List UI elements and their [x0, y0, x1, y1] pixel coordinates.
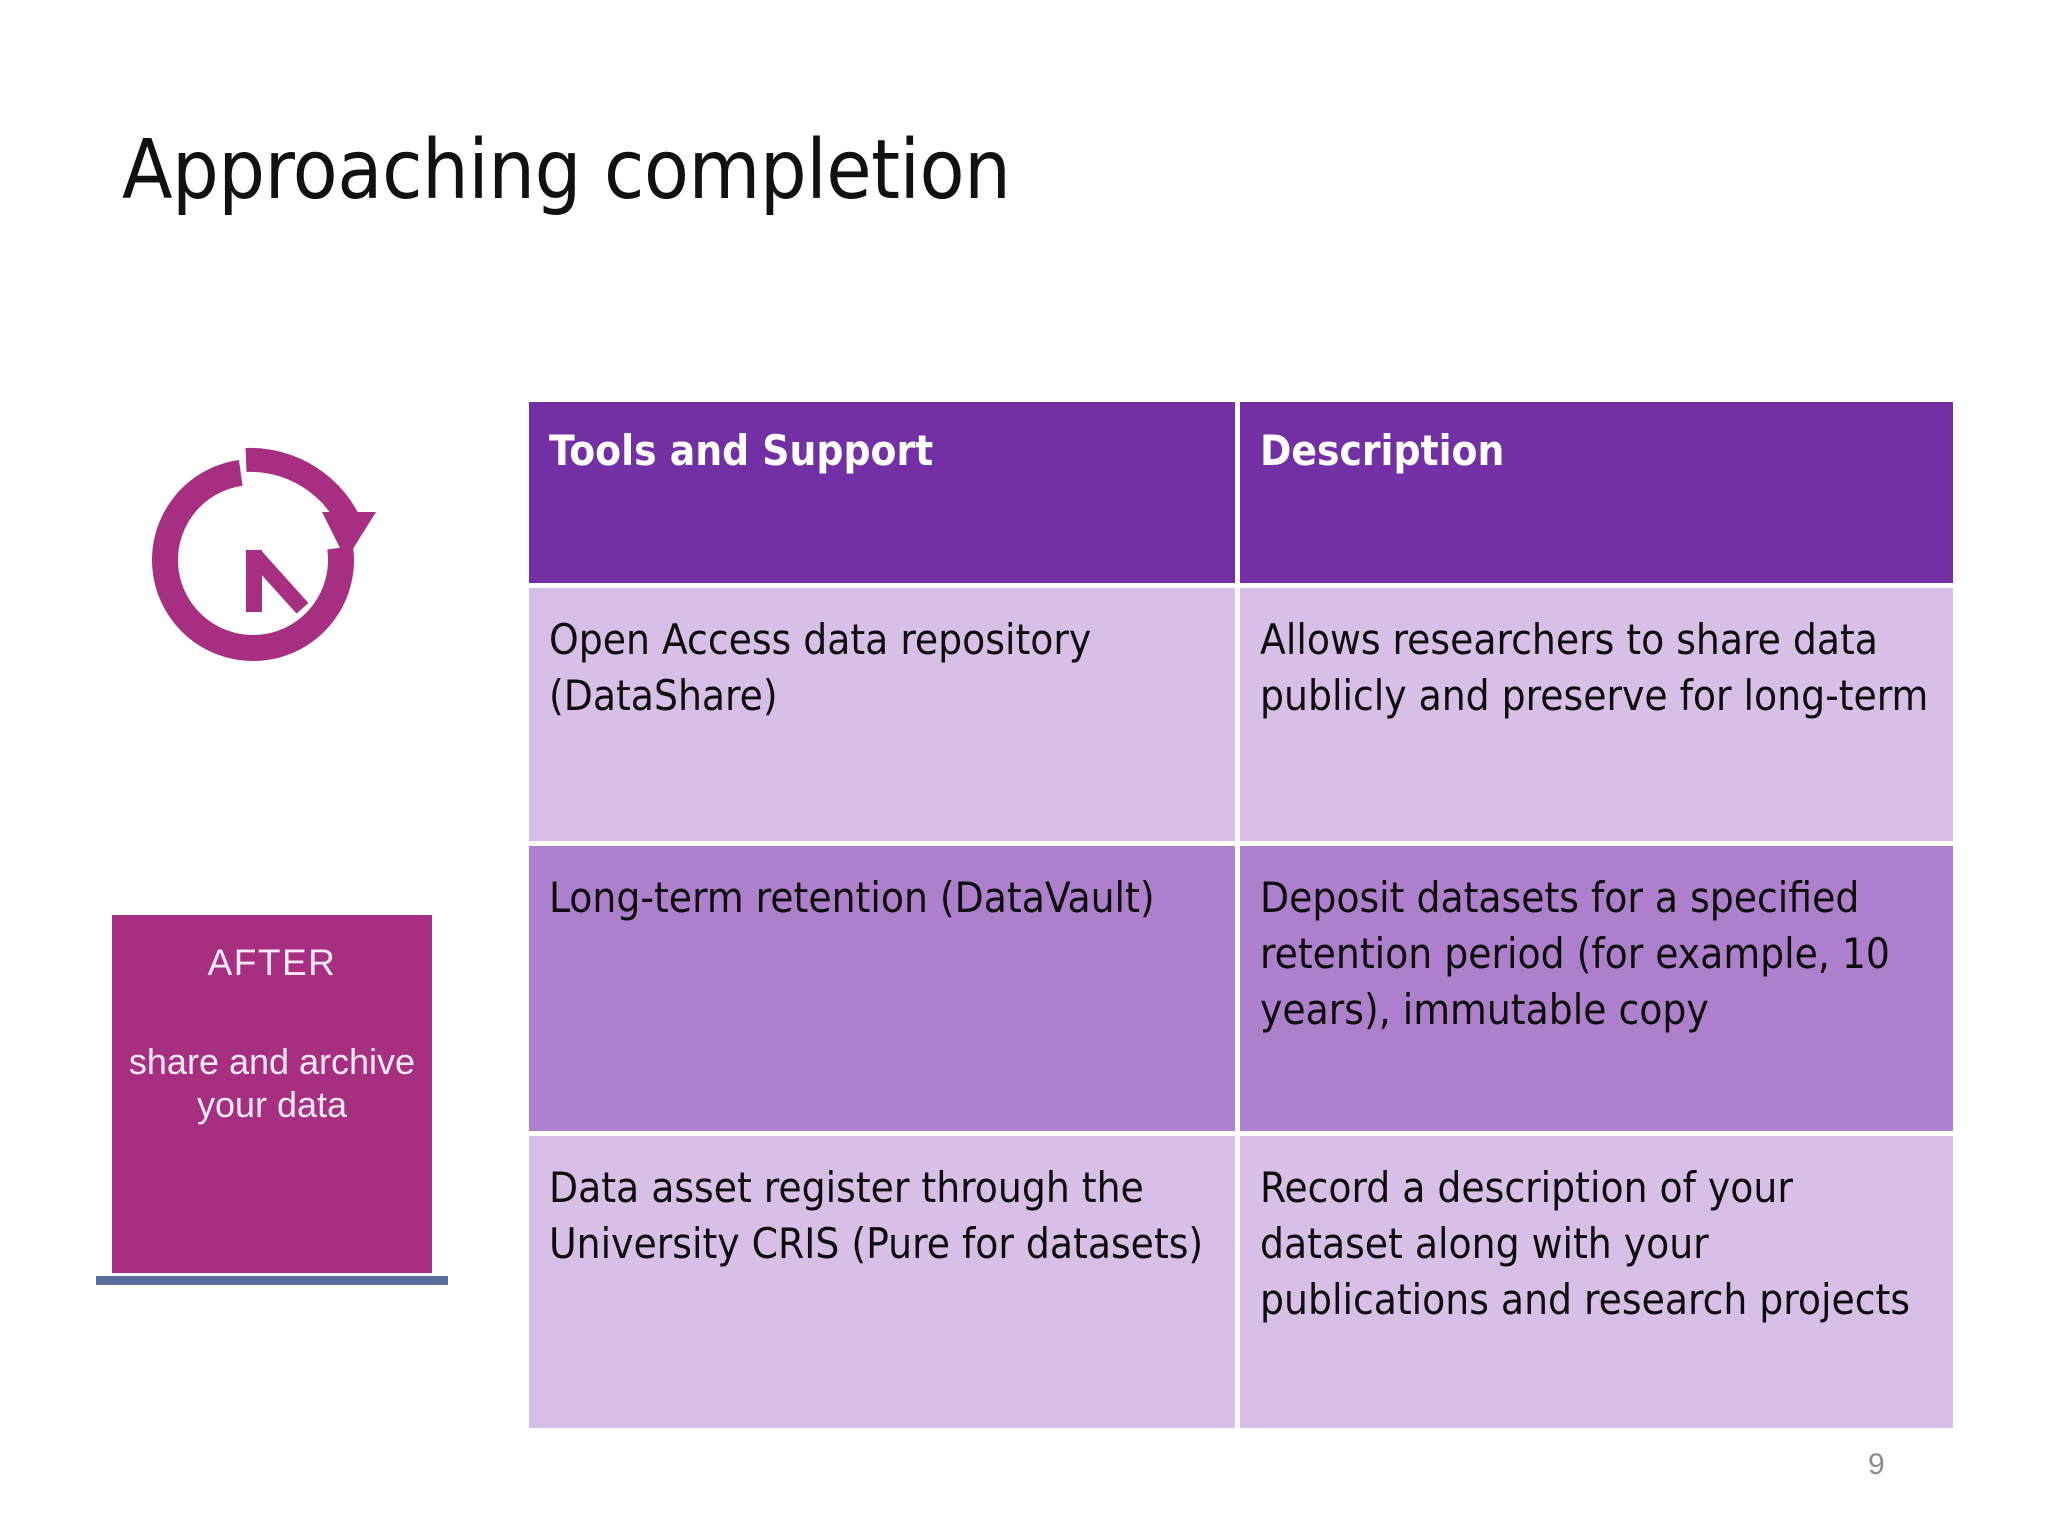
- tools-and-support-table: Tools and Support Description Open Acces…: [529, 402, 1953, 1428]
- table-header-row: Tools and Support Description: [529, 402, 1953, 588]
- cell-tools: Long-term retention (DataVault): [529, 846, 1240, 1136]
- column-header-tools: Tools and Support: [529, 402, 1240, 588]
- table-row: Open Access data repository (DataShare) …: [529, 588, 1953, 846]
- page-number: 9: [1868, 1448, 1885, 1481]
- after-card-heading: AFTER: [207, 942, 337, 983]
- table-row: Data asset register through the Universi…: [529, 1136, 1953, 1428]
- cell-description: Deposit datasets for a specified retenti…: [1240, 846, 1953, 1136]
- page-title: Approaching completion: [122, 123, 1011, 218]
- column-header-description: Description: [1240, 402, 1953, 588]
- cell-tools: Data asset register through the Universi…: [529, 1136, 1240, 1428]
- table-row: Long-term retention (DataVault) Deposit …: [529, 846, 1953, 1136]
- cell-tools: Open Access data repository (DataShare): [529, 588, 1240, 846]
- left-graphic-group: AFTER share and archive your data: [96, 420, 448, 1320]
- after-card-subtext: share and archive your data: [128, 1041, 416, 1125]
- cell-description: Record a description of your dataset alo…: [1240, 1136, 1953, 1428]
- cell-description: Allows researchers to share data publicl…: [1240, 588, 1953, 846]
- clock-with-arrow-icon: [108, 420, 398, 700]
- after-card: AFTER share and archive your data: [112, 915, 432, 1273]
- after-card-baseline: [96, 1276, 448, 1285]
